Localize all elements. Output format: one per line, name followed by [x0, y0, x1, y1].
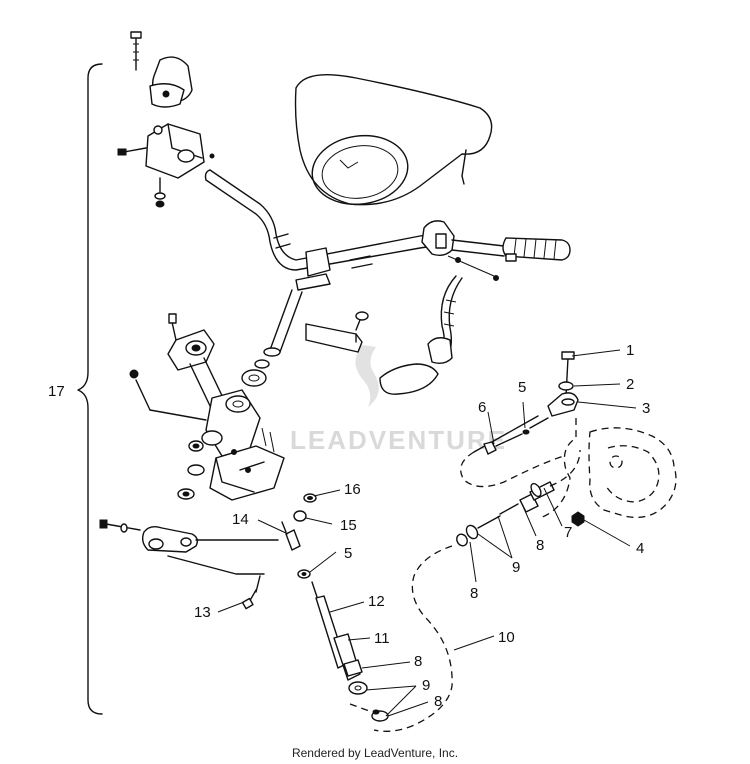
- washer-stack: [177, 464, 205, 500]
- callout-5-upper: 5: [518, 379, 526, 396]
- watermark-logo-icon: [355, 345, 379, 407]
- watermark: LEADVENTURE: [290, 345, 507, 455]
- callout-6: 6: [478, 399, 486, 416]
- adjuster-bolt: [547, 351, 585, 527]
- leader-lines: [217, 349, 637, 717]
- throttle-housing: [117, 123, 215, 208]
- callout-17: 17: [48, 383, 65, 400]
- callout-14: 14: [232, 511, 249, 528]
- callout-10: 10: [498, 629, 515, 646]
- steering-plate: [167, 313, 215, 371]
- bolt-13: [241, 589, 257, 610]
- callout-9-right: 9: [512, 559, 520, 576]
- callout-16: 16: [344, 481, 361, 498]
- callout-11: 11: [374, 630, 390, 647]
- callout-5-lower: 5: [344, 545, 352, 562]
- callout-4: 4: [636, 540, 644, 557]
- steering-column: [188, 357, 261, 457]
- footer-credit: Rendered by LeadVenture, Inc.: [292, 746, 458, 760]
- callout-8-lower: 8: [414, 653, 422, 670]
- callout-9-lower: 9: [422, 677, 430, 694]
- callout-15: 15: [340, 517, 357, 534]
- handlebar-grip: [502, 237, 571, 262]
- top-bolt: [130, 31, 142, 71]
- callout-7: 7: [564, 524, 572, 541]
- column-mount-bracket: [209, 427, 285, 501]
- watermark-text: LEADVENTURE: [290, 425, 507, 455]
- headlight-pod: [294, 73, 493, 206]
- callout-12: 12: [368, 593, 385, 610]
- callout-2: 2: [626, 376, 634, 393]
- callout-8-bottom: 8: [434, 693, 442, 710]
- throttle-cable: [460, 415, 565, 488]
- callout-3: 3: [642, 400, 650, 417]
- steering-post: [241, 289, 303, 387]
- callout-8-mid: 8: [470, 585, 478, 602]
- assembly-bracket: [77, 63, 103, 715]
- loose-nut: [129, 369, 207, 421]
- callout-8-right: 8: [536, 537, 544, 554]
- steering-cable: [281, 493, 389, 722]
- throttle-bracket: [149, 56, 193, 108]
- handlebar-clamp: [295, 247, 331, 291]
- tether-cord: [379, 275, 463, 395]
- right-control-housing: [421, 220, 505, 281]
- steering-arm: [99, 519, 279, 593]
- callouts: 1 2 3 4 5 5 6 7 8 8 8 8 9 9 10 11 12 13 …: [48, 342, 650, 710]
- callout-13: 13: [194, 604, 211, 621]
- engine-outline: [539, 418, 677, 519]
- mount-bracket: [305, 311, 369, 353]
- callout-1: 1: [626, 342, 634, 359]
